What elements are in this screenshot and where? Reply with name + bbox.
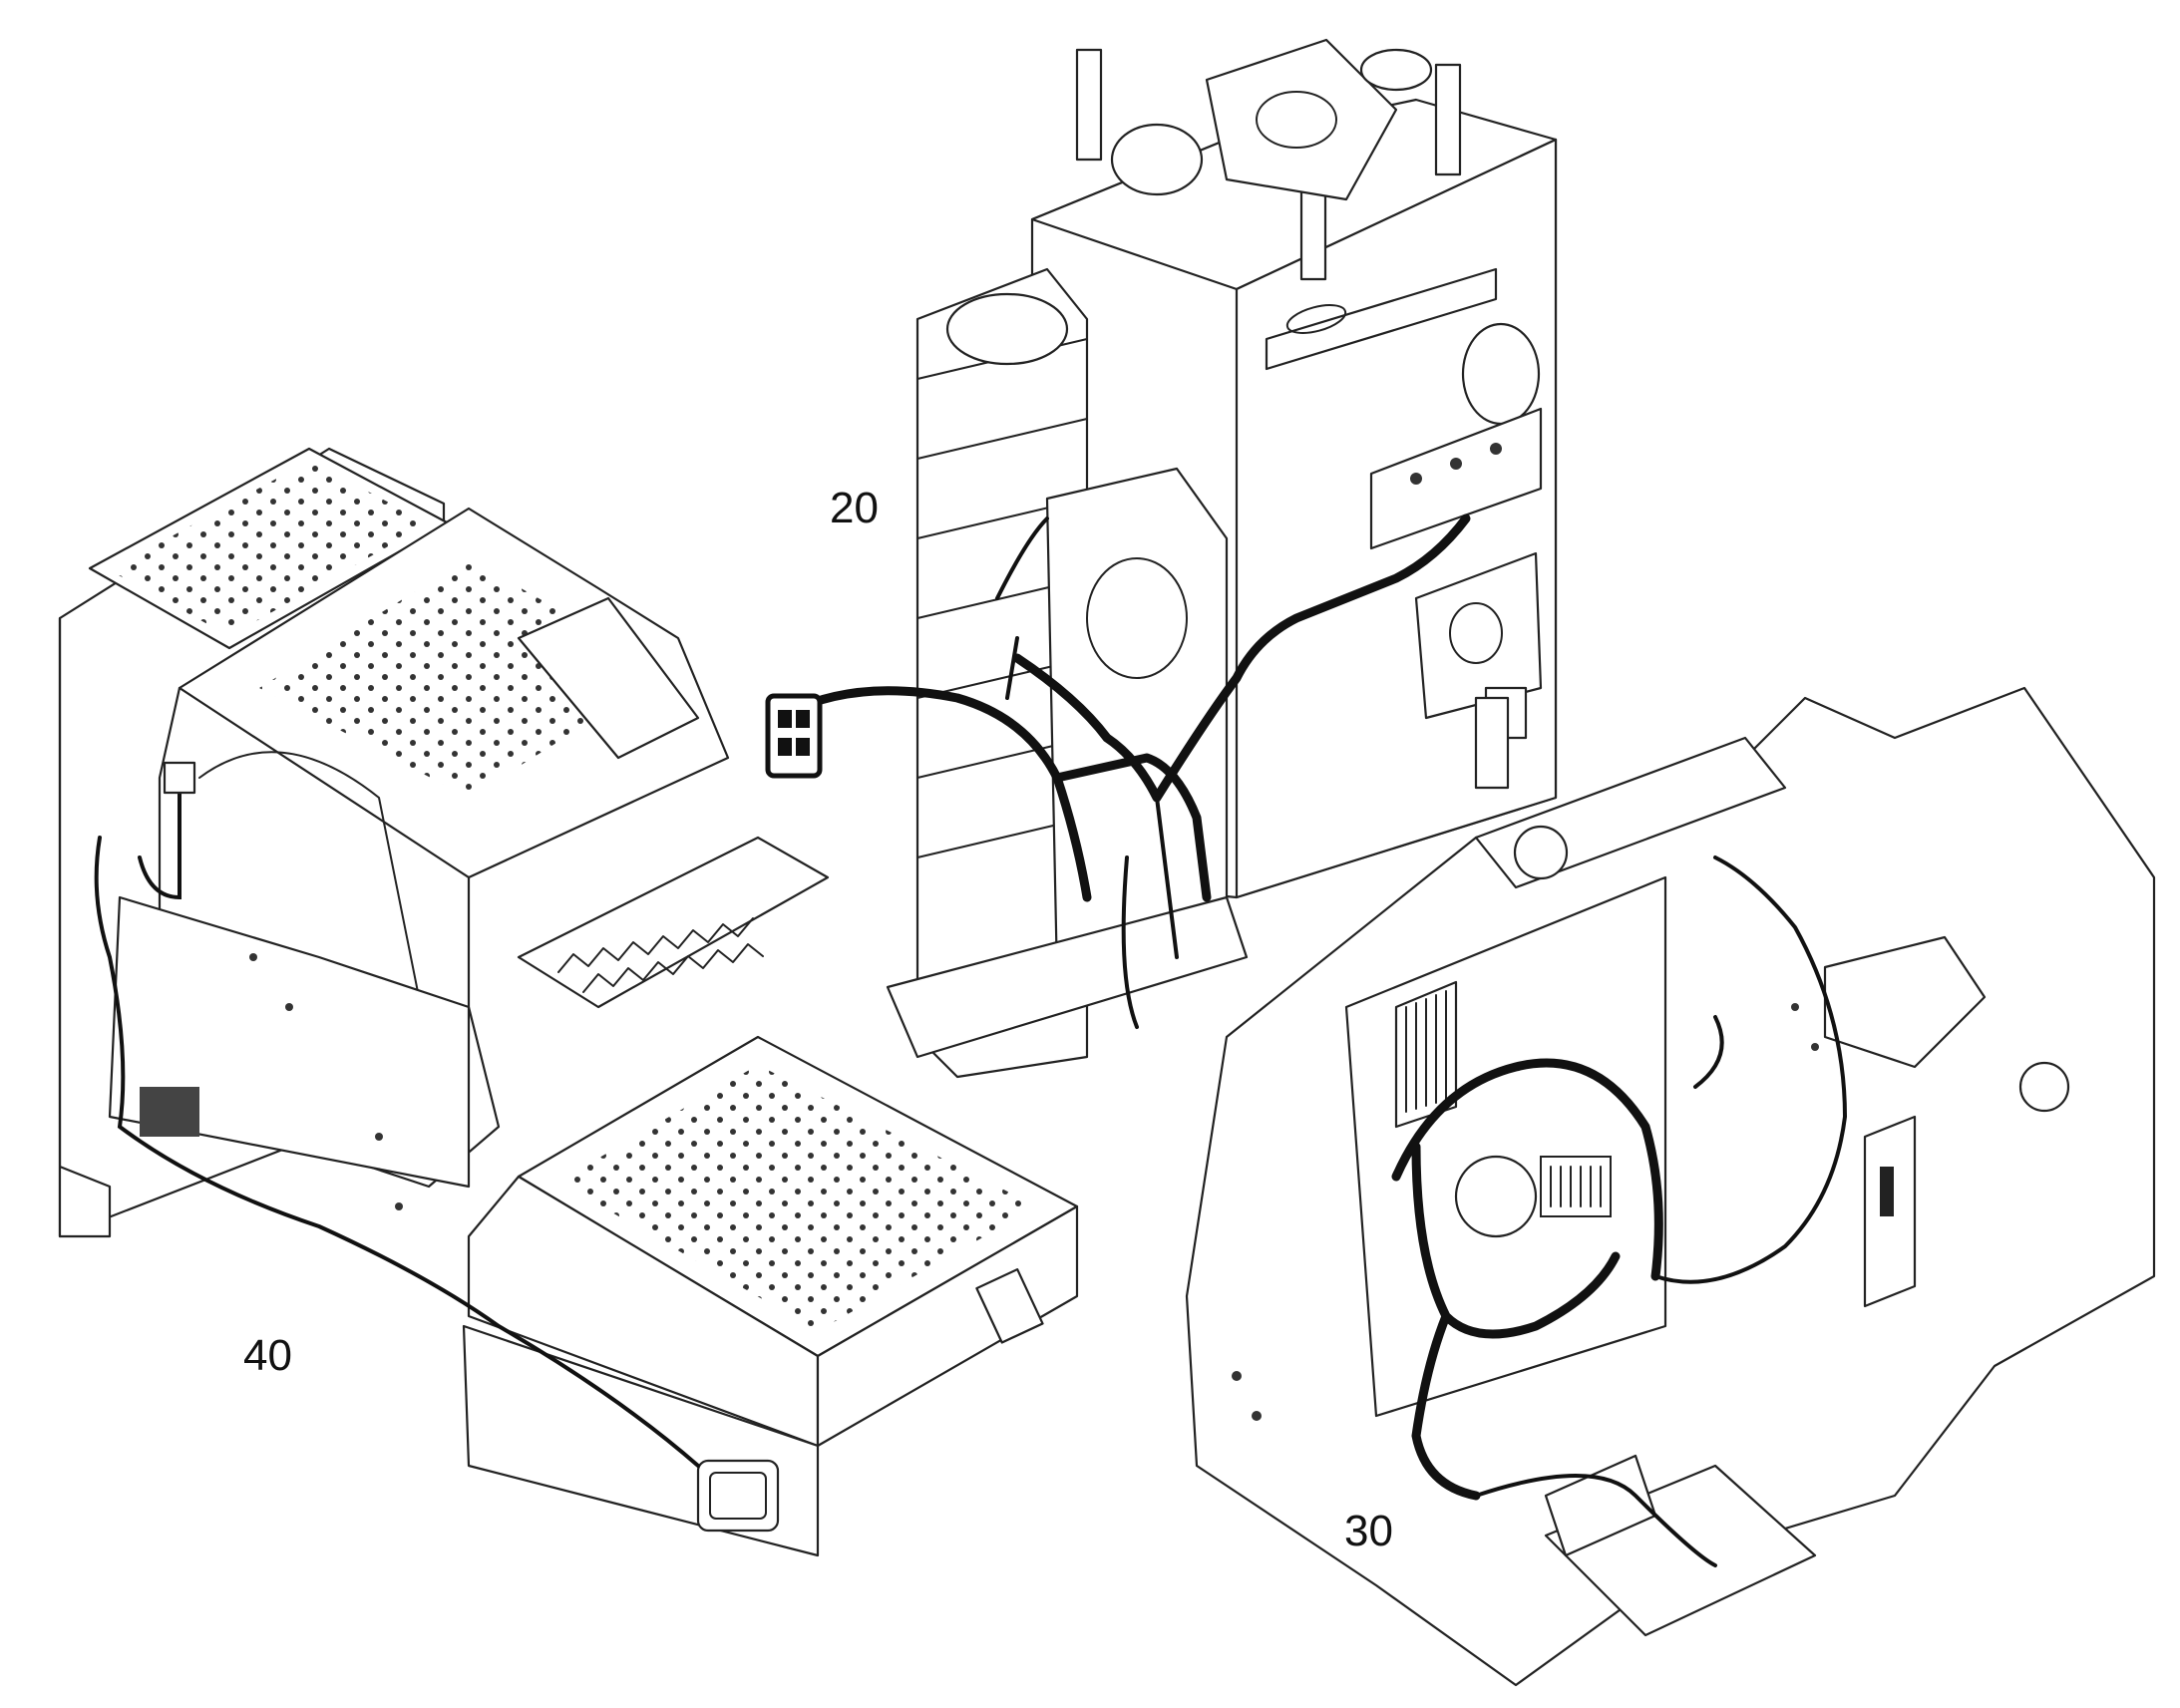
- frame-post-2: [1434, 63, 1462, 176]
- center-casting: [1045, 467, 1229, 979]
- hydraulic-pump: [1823, 935, 1987, 1069]
- work-light-lens: [709, 1472, 767, 1520]
- hood-perforations: [259, 558, 628, 798]
- cylinder-eye: [1513, 825, 1569, 880]
- top-valve-port: [1256, 91, 1337, 149]
- cab-wire-branch: [138, 776, 182, 900]
- battery-box-perforations: [558, 1065, 1037, 1331]
- valve-harness-leads: [995, 516, 1179, 1029]
- valve-harness-main: [783, 513, 1471, 902]
- frame-base-plate: [886, 895, 1249, 1059]
- lower-pin: [1474, 696, 1510, 790]
- side-arch: [198, 751, 440, 1098]
- top-valve-block: [1205, 38, 1398, 201]
- cab-left-panel: [58, 616, 112, 1238]
- roof-perforations-rear: [110, 461, 429, 636]
- top-cap: [1359, 48, 1433, 92]
- cab-assembly-drawing: [58, 447, 1079, 1557]
- fuse-block: [140, 1087, 199, 1137]
- round-relay: [1454, 1155, 1538, 1238]
- callout-20: 20: [830, 484, 879, 532]
- callout-40: 40: [243, 1331, 292, 1380]
- cab-connector: [163, 761, 196, 795]
- valve-frame-assembly-drawing: [765, 38, 1558, 1079]
- relay-block: [1540, 1156, 1612, 1217]
- frame-post-1: [1075, 48, 1103, 162]
- callout-30: 30: [1344, 1507, 1393, 1555]
- foot-step: [517, 836, 830, 1009]
- valve-top-cap: [945, 292, 1069, 366]
- step-teeth: [557, 917, 754, 973]
- battery-box-front: [467, 1175, 820, 1448]
- casting-bore: [1086, 557, 1188, 679]
- cab-wire-run: [94, 836, 700, 1468]
- side-bracket: [1414, 551, 1543, 720]
- pump-fitting: [2018, 1061, 2070, 1113]
- chassis-harness-main: [1391, 1058, 1663, 1501]
- slot-plate: [1265, 267, 1498, 371]
- valve-harness-branch: [1052, 753, 1212, 902]
- chassis-assembly-drawing: [1185, 686, 2156, 1687]
- box-latch: [975, 1267, 1044, 1344]
- chassis-harness-leads: [1474, 855, 1848, 1567]
- work-light: [696, 1459, 780, 1533]
- harness-main-connector: [765, 693, 823, 779]
- step-teeth-2: [582, 943, 764, 993]
- top-valve-left: [1110, 123, 1204, 196]
- hood-front-flap: [517, 596, 700, 760]
- battery-box-side: [816, 1204, 1079, 1448]
- accumulator: [1461, 322, 1541, 426]
